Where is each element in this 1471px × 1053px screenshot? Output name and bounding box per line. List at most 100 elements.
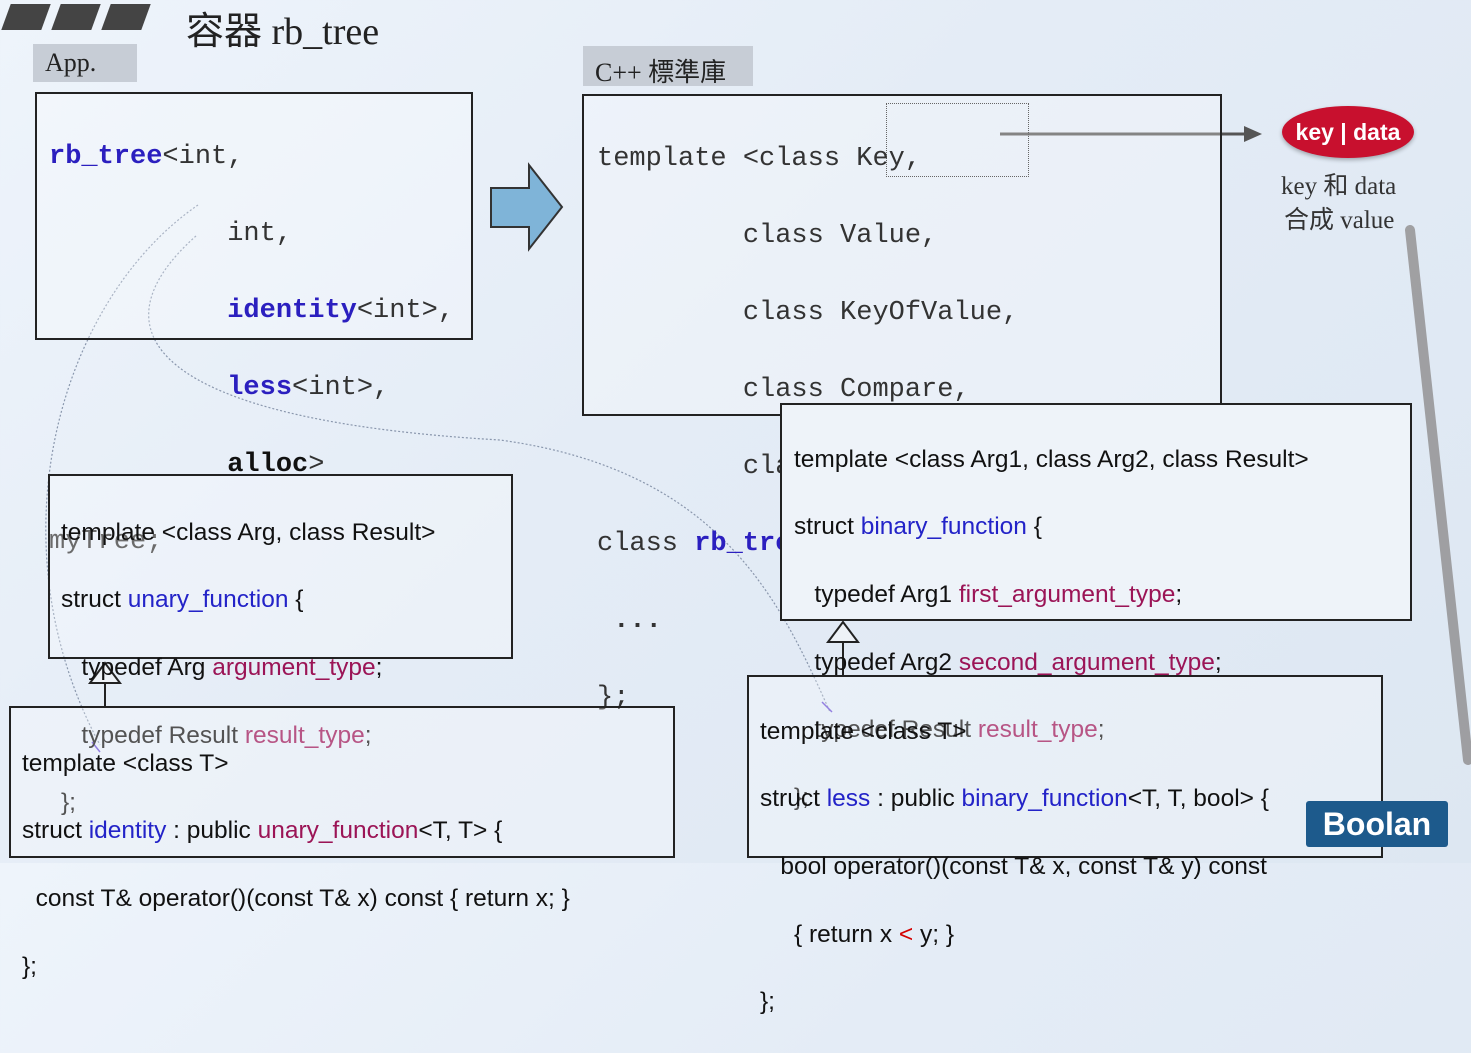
- identity-code: template <class T> struct identity : pub…: [22, 713, 570, 1017]
- code-token: };: [794, 783, 809, 811]
- code-line: typedef Arg1 first_argument_type;: [794, 578, 1309, 612]
- code-token: <int>,: [292, 372, 390, 403]
- code-token: struct: [22, 817, 89, 845]
- code-token: typedef Result: [61, 721, 245, 749]
- typedef-name: result_type: [244, 721, 365, 749]
- code-line: };: [61, 786, 435, 820]
- identity-token: identity: [227, 295, 357, 326]
- library-label: C++ 標準庫: [583, 46, 753, 87]
- key-data-note-1: key 和 data: [1281, 173, 1397, 200]
- code-token: template <class: [597, 143, 857, 174]
- code-line: template <class Arg, class Result>: [61, 516, 435, 550]
- code-token: ...: [597, 605, 662, 636]
- code-token: template <class Arg, class Result>: [61, 518, 436, 546]
- less-pointer: [821, 701, 833, 713]
- library-code-box: [582, 94, 1222, 416]
- code-token: ;: [1175, 580, 1183, 608]
- code-token: ;: [1097, 716, 1105, 744]
- slide: { "title": "容器 rb_tree", "app_label": "A…: [0, 0, 1471, 1015]
- code-token: <T, T> {: [418, 817, 503, 845]
- less-name: less: [826, 785, 871, 813]
- code-token: struct: [794, 513, 861, 541]
- code-line: struct unary_function {: [61, 583, 435, 617]
- code-token: ;: [1214, 648, 1222, 676]
- lib-code-line: class Value,: [597, 217, 1067, 256]
- code-line: const T& operator()(const T& x) const { …: [22, 882, 570, 916]
- code-token: bool operator()(const T& x, const T& y) …: [760, 852, 1267, 880]
- binary-function-code: template <class Arg1, class Arg2, class …: [794, 409, 1309, 848]
- lib-code-line: class KeyOfValue,: [597, 294, 1067, 333]
- code-token: class: [597, 220, 841, 251]
- typedef-name: second_argument_type: [958, 648, 1215, 676]
- lib-code-line: class Compare,: [597, 371, 1067, 410]
- key-data-badge: key | data: [1282, 106, 1414, 158]
- code-line: typedef Arg argument_type;: [61, 651, 435, 685]
- app-label: App.: [33, 44, 137, 82]
- base-class-name: binary_function: [961, 785, 1128, 813]
- app-code-line: int,: [49, 215, 454, 254]
- base-class-name: unary_function: [257, 817, 419, 845]
- code-line: template <class Arg1, class Arg2, class …: [794, 443, 1309, 477]
- connector-lines: [45, 126, 1471, 765]
- typedef-name: argument_type: [212, 653, 376, 681]
- app-code-line: identity<int>,: [49, 292, 454, 331]
- code-line: template <class T>: [22, 747, 570, 781]
- code-token: typedef Arg2: [794, 648, 959, 676]
- code-token: struct: [61, 586, 128, 614]
- code-line: struct less : public binary_function<T, …: [760, 782, 1269, 816]
- code-token: <T, T, bool> {: [1127, 785, 1269, 813]
- code-token: template <class T>: [760, 717, 967, 745]
- code-line: struct identity : public unary_function<…: [22, 814, 570, 848]
- connector-less: [148, 235, 831, 713]
- code-token: template <class T>: [22, 749, 229, 777]
- key-value-highlight: [886, 103, 1029, 177]
- code-line: typedef Arg2 second_argument_type;: [794, 646, 1309, 680]
- code-token: typedef Result: [794, 716, 978, 744]
- binary-function-name: binary_function: [860, 513, 1027, 541]
- code-line: typedef Result result_type;: [794, 713, 1309, 747]
- code-token: class KeyOfValue,: [597, 297, 1019, 328]
- code-token: { return x: [760, 920, 899, 948]
- less-token: less: [227, 372, 293, 403]
- app-code-line: less<int>,: [49, 369, 454, 408]
- unary-function-box: [48, 474, 513, 659]
- boolan-logo: Boolan: [1306, 801, 1448, 847]
- code-token: };: [760, 988, 775, 1016]
- code-token: typedef Arg1: [794, 580, 959, 608]
- code-token: };: [22, 952, 37, 980]
- less-than-operator: <: [898, 920, 914, 948]
- code-token: class: [597, 528, 695, 559]
- code-token: {: [1026, 513, 1042, 541]
- page-title: 容器 rb_tree: [186, 11, 380, 53]
- pointer-stick: [1405, 225, 1471, 765]
- code-token: typedef Arg: [61, 653, 213, 681]
- code-token: <int,: [162, 141, 244, 172]
- code-token: ;: [364, 721, 372, 749]
- code-line: };: [760, 985, 1269, 1019]
- code-line: };: [22, 950, 570, 984]
- code-token: template <class Arg1, class Arg2, class …: [794, 445, 1309, 473]
- identity-name: identity: [88, 817, 167, 845]
- code-line: template <class T>: [760, 715, 1269, 749]
- code-token: struct: [760, 785, 827, 813]
- code-token: int,: [227, 218, 293, 249]
- code-token: class Compare,: [597, 374, 970, 405]
- less-code: template <class T> struct less : public …: [760, 681, 1269, 1053]
- app-code: rb_tree<int, int, identity<int>, less<in…: [49, 99, 454, 600]
- app-code-line: rb_tree<int,: [49, 138, 454, 177]
- code-token: };: [61, 789, 76, 817]
- typedef-name: result_type: [977, 716, 1098, 744]
- code-line: };: [794, 781, 1309, 815]
- lib-code-line: template <class Key,: [597, 140, 1067, 179]
- key-param: Key,: [856, 143, 922, 174]
- app-code-box: [35, 92, 473, 340]
- code-token: ;: [375, 653, 383, 681]
- rb-tree-token: rb_tree: [49, 141, 163, 172]
- code-line: struct binary_function {: [794, 510, 1309, 544]
- code-line: typedef Result result_type;: [61, 719, 435, 753]
- code-token: >: [308, 449, 325, 480]
- key-data-note-2: 合成 value: [1284, 207, 1395, 234]
- code-token: : public: [870, 785, 962, 813]
- lib-code-line: ...: [597, 602, 1067, 641]
- less-box: [747, 675, 1383, 858]
